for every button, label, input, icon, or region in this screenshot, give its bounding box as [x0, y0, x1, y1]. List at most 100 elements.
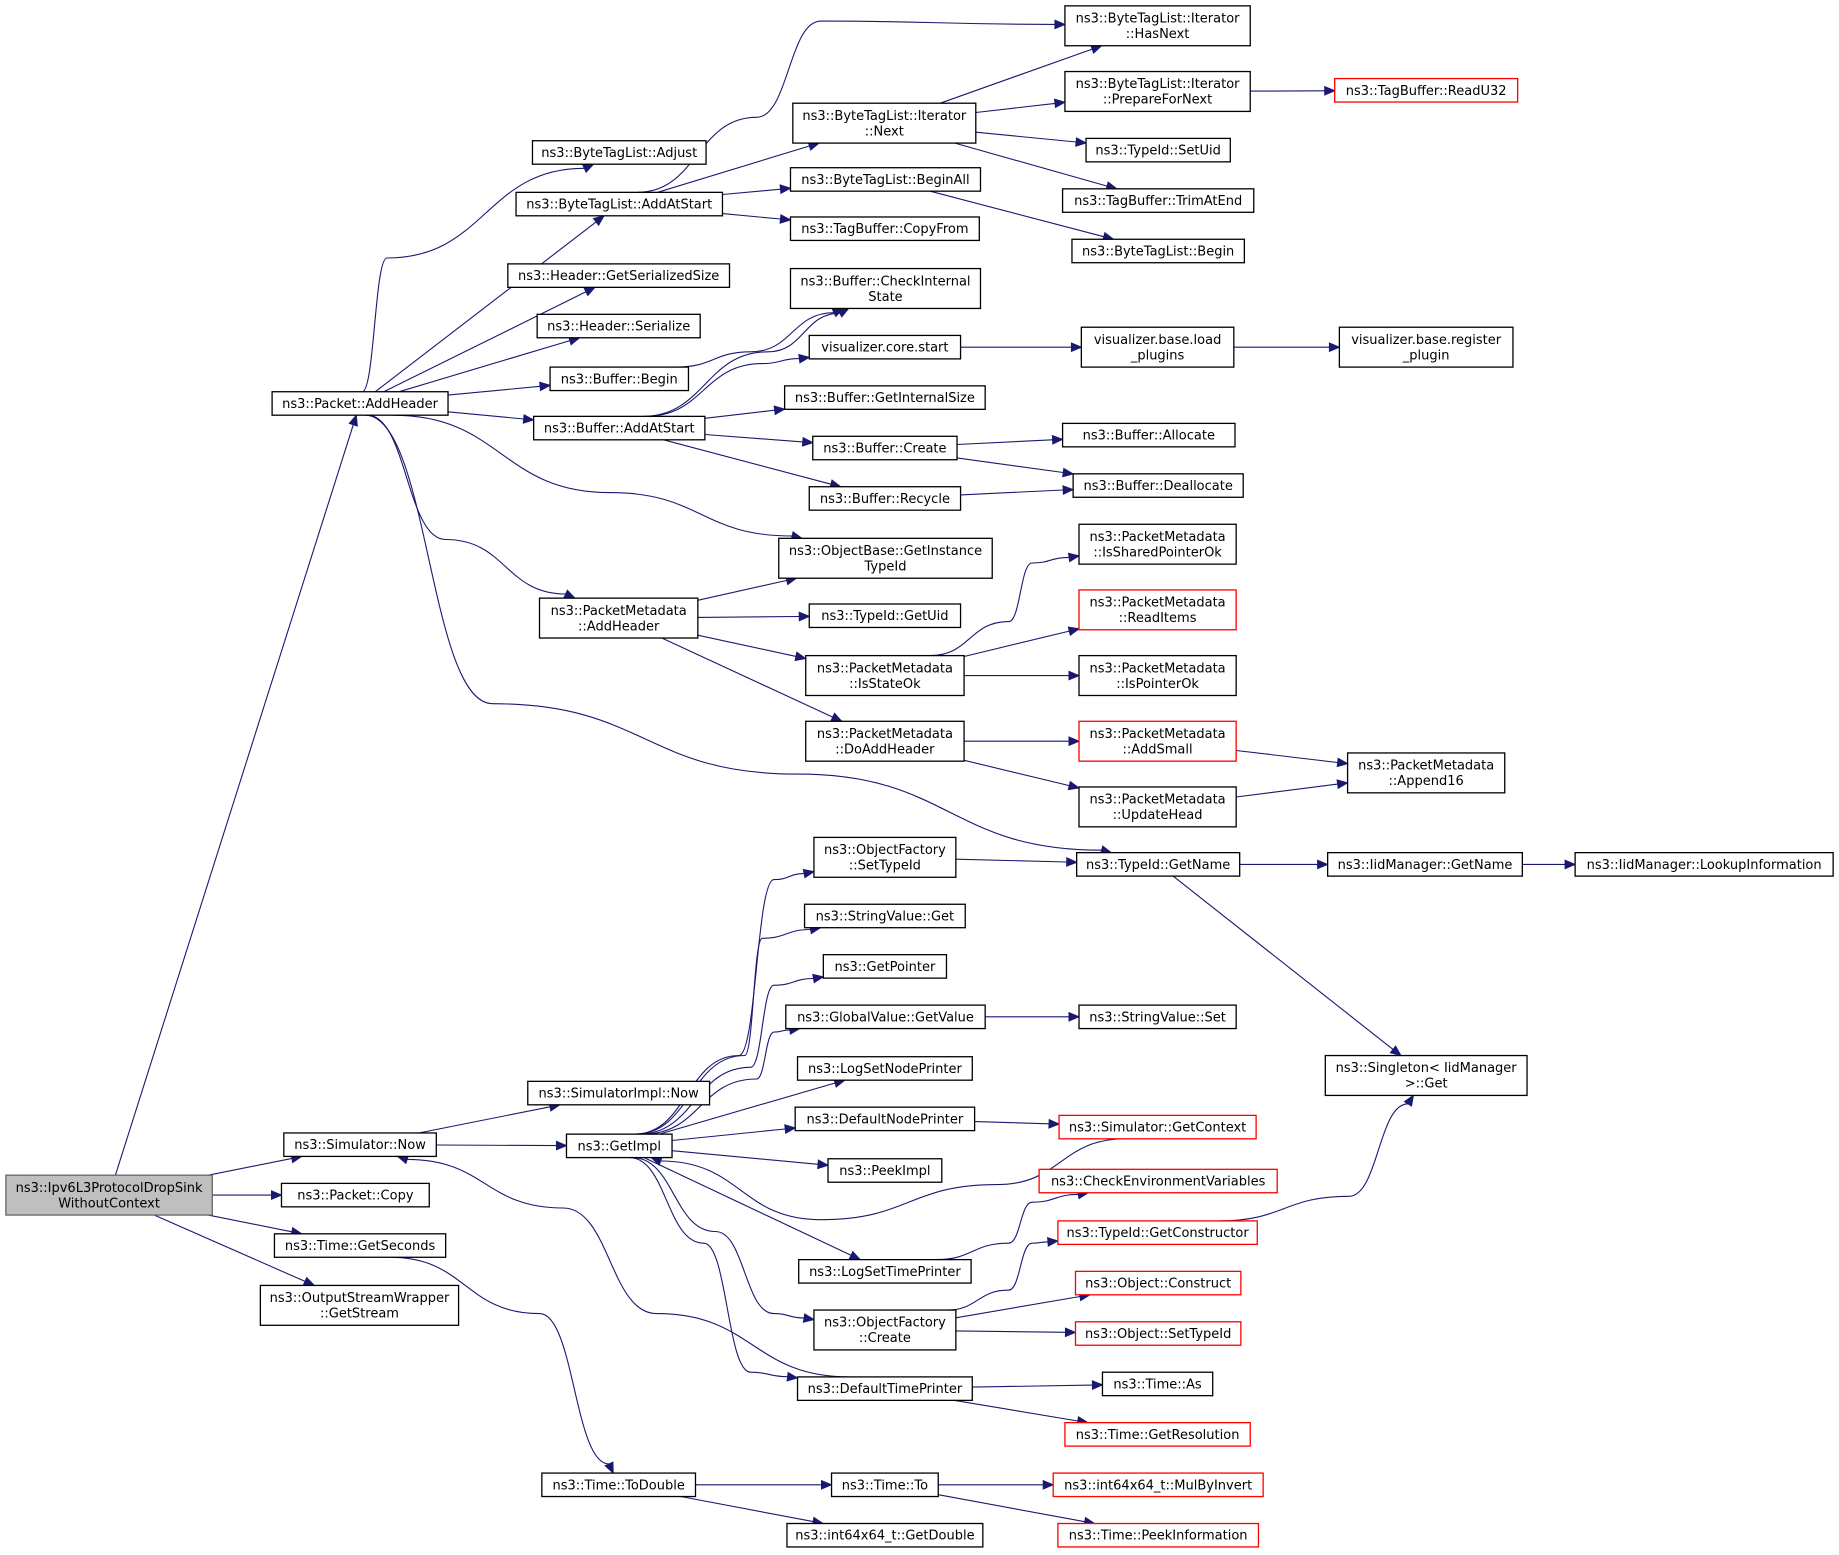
edge-line — [946, 1241, 1048, 1311]
node-bgetinternal[interactable]: ns3::Buffer::GetInternalSize — [783, 385, 986, 410]
node-vbload[interactable]: visualizer.base.load_plugins — [1080, 326, 1235, 368]
node-box — [538, 597, 699, 639]
node-i64getdouble[interactable]: ns3::int64x64_t::GetDouble — [786, 1522, 984, 1548]
node-vbregister[interactable]: visualizer.base.register_plugin — [1338, 326, 1514, 368]
node-svset[interactable]: ns3::StringValue::Set — [1078, 1004, 1237, 1030]
node-hgetsize[interactable]: ns3::Header::GetSerializedSize — [507, 263, 731, 288]
node-box — [1078, 720, 1237, 762]
node-timeas[interactable]: ns3::Time::As — [1101, 1371, 1214, 1397]
node-pmappend16[interactable]: ns3::PacketMetadata::Append16 — [1346, 752, 1506, 794]
node-balloc[interactable]: ns3::Buffer::Allocate — [1061, 422, 1236, 448]
node-logsettime[interactable]: ns3::LogSetTimePrinter — [798, 1258, 972, 1284]
node-todouble[interactable]: ns3::Time::ToDouble — [541, 1472, 697, 1498]
node-simimplnow[interactable]: ns3::SimulatorImpl::Now — [527, 1080, 711, 1106]
node-iidgetname[interactable]: ns3::IidManager::GetName — [1326, 851, 1523, 877]
node-root[interactable]: ns3::Ipv6L3ProtocolDropSinkWithoutContex… — [5, 1174, 213, 1216]
node-pmisstate[interactable]: ns3::PacketMetadata::IsStateOk — [805, 654, 965, 697]
node-vcstart[interactable]: visualizer.core.start — [808, 334, 962, 360]
node-label: ns3::int64x64_t::GetDouble — [795, 1529, 974, 1544]
node-pmdoadd[interactable]: ns3::PacketMetadata::DoAddHeader — [805, 720, 965, 762]
edge-line — [704, 433, 803, 443]
node-box — [1334, 77, 1519, 103]
node-label: ns3::Time::GetResolution — [1076, 1428, 1240, 1443]
node-i64mulinv[interactable]: ns3::int64x64_t::MulByInvert — [1052, 1472, 1264, 1498]
node-box — [808, 486, 962, 511]
node-tidgetname[interactable]: ns3::TypeId::GetName — [1076, 851, 1241, 877]
node-box — [1346, 752, 1506, 794]
arrowhead — [773, 405, 786, 416]
node-tbtrim[interactable]: ns3::TagBuffer::TrimAtEnd — [1061, 188, 1255, 213]
node-getstream[interactable]: ns3::OutputStreamWrapper::GetStream — [259, 1284, 460, 1326]
node-box — [805, 654, 965, 697]
node-box — [785, 1004, 986, 1030]
node-btlinext[interactable]: ns3::ByteTagList::Iterator::Next — [792, 102, 977, 144]
node-objconstruct[interactable]: ns3::Object::Construct — [1074, 1270, 1242, 1296]
node-getimpl[interactable]: ns3::GetImpl — [565, 1133, 673, 1159]
node-singleton[interactable]: ns3::Singleton< IidManager >::Get — [1324, 1054, 1528, 1097]
node-baddstart[interactable]: ns3::Buffer::AddAtStart — [532, 415, 706, 441]
node-deftime[interactable]: ns3::DefaultTimePrinter — [796, 1376, 973, 1402]
node-defnode[interactable]: ns3::DefaultNodePrinter — [794, 1106, 976, 1132]
node-label: ns3::Time::ToDouble — [552, 1478, 684, 1493]
node-simgetctx[interactable]: ns3::Simulator::GetContext — [1058, 1114, 1257, 1140]
node-pmisshared[interactable]: ns3::PacketMetadata::IsSharedPointerOk — [1078, 523, 1237, 565]
node-btladdstart[interactable]: ns3::ByteTagList::AddAtStart — [515, 191, 724, 217]
node-iidlookup[interactable]: ns3::IidManager::LookupInformation — [1574, 851, 1834, 877]
node-pmreaditems[interactable]: ns3::PacketMetadata::ReadItems — [1078, 589, 1237, 631]
node-pmaddheader[interactable]: ns3::PacketMetadata::AddHeader — [538, 597, 699, 639]
node-bcreate[interactable]: ns3::Buffer::Create — [812, 435, 958, 461]
node-bbegin[interactable]: ns3::Buffer::Begin — [549, 366, 690, 392]
node-simnow[interactable]: ns3::Simulator::Now — [283, 1132, 437, 1158]
node-tidgetctor[interactable]: ns3::TypeId::GetConstructor — [1057, 1220, 1258, 1246]
node-objsettid[interactable]: ns3::Object::SetTypeId — [1074, 1321, 1242, 1346]
node-checkenv[interactable]: ns3::CheckEnvironmentVariables — [1038, 1168, 1278, 1194]
edge-line — [418, 1106, 551, 1134]
node-btlbegin[interactable]: ns3::ByteTagList::Begin — [1071, 238, 1246, 264]
node-label: ::UpdateHead — [1113, 808, 1203, 823]
node-box — [259, 1284, 460, 1326]
node-label: ns3::Buffer::Begin — [561, 372, 678, 387]
node-pmupdatehead[interactable]: ns3::PacketMetadata::UpdateHead — [1078, 786, 1237, 828]
edge-line — [954, 142, 1108, 187]
node-btlihasnext[interactable]: ns3::ByteTagList::Iterator::HasNext — [1064, 5, 1251, 47]
node-getpointer[interactable]: ns3::GetPointer — [822, 954, 948, 979]
node-gvgetvalue[interactable]: ns3::GlobalValue::GetValue — [785, 1004, 986, 1030]
node-btliprep[interactable]: ns3::ByteTagList::Iterator::PrepareForNe… — [1064, 70, 1251, 113]
node-addheader[interactable]: ns3::Packet::AddHeader — [271, 391, 449, 416]
arrowhead — [1068, 670, 1081, 681]
edge-line — [722, 188, 781, 196]
node-brecycle[interactable]: ns3::Buffer::Recycle — [808, 486, 962, 511]
node-timegetres[interactable]: ns3::Time::GetResolution — [1064, 1421, 1251, 1447]
node-tbcopyfrom[interactable]: ns3::TagBuffer::CopyFrom — [789, 216, 980, 242]
node-peekimpl[interactable]: ns3::PeekImpl — [827, 1158, 943, 1183]
node-getsec[interactable]: ns3::Time::GetSeconds — [273, 1233, 447, 1258]
node-pmaddsmall[interactable]: ns3::PacketMetadata::AddSmall — [1078, 720, 1237, 762]
node-box — [789, 267, 982, 310]
node-box — [813, 836, 957, 878]
node-label: ns3::PacketMetadata — [1090, 596, 1226, 611]
node-pcopy[interactable]: ns3::Packet::Copy — [280, 1182, 430, 1208]
node-svget[interactable]: ns3::StringValue::Get — [803, 903, 966, 929]
node-ofsettid[interactable]: ns3::ObjectFactory::SetTypeId — [813, 836, 957, 878]
node-timeto[interactable]: ns3::Time::To — [830, 1472, 939, 1498]
edge-btladdstart-to-btlinext — [657, 141, 821, 193]
edge-root-to-pcopy — [212, 1190, 283, 1201]
node-label: ns3::ObjectBase::GetInstance — [789, 544, 982, 559]
node-timepeek[interactable]: ns3::Time::PeekInformation — [1057, 1522, 1260, 1548]
node-box — [827, 1158, 943, 1183]
node-pmisptr[interactable]: ns3::PacketMetadata::IsPointerOk — [1078, 654, 1237, 697]
node-logsetnode[interactable]: ns3::LogSetNodePrinter — [796, 1056, 973, 1081]
node-box — [549, 366, 690, 392]
node-btlbeginall[interactable]: ns3::ByteTagList::BeginAll — [789, 167, 982, 192]
node-btladjust[interactable]: ns3::ByteTagList::Adjust — [531, 140, 707, 165]
edge-line — [671, 1128, 786, 1142]
node-bdealloc[interactable]: ns3::Buffer::Deallocate — [1072, 473, 1244, 498]
node-tbreadu32[interactable]: ns3::TagBuffer::ReadU32 — [1334, 77, 1519, 103]
node-ofcreate[interactable]: ns3::ObjectFactory::Create — [813, 1309, 957, 1351]
node-tidsetuid[interactable]: ns3::TypeId::SetUid — [1085, 137, 1231, 163]
node-tidgetuid[interactable]: ns3::TypeId::GetUid — [808, 603, 962, 629]
node-hser[interactable]: ns3::Header::Serialize — [536, 313, 701, 339]
edge-line — [643, 1029, 790, 1135]
